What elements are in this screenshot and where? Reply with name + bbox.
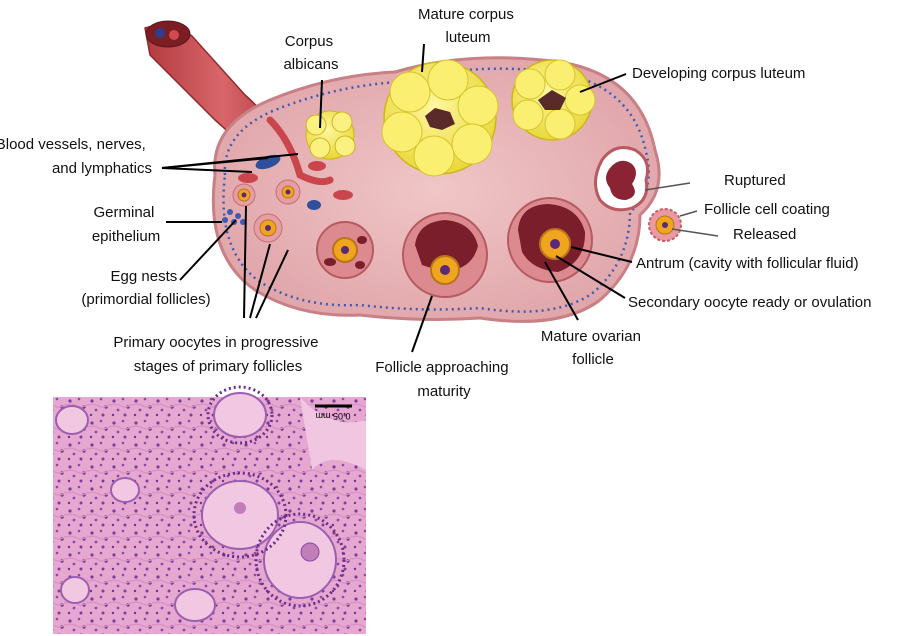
label-antrum: Antrum (cavity with follicular fluid)	[636, 255, 859, 272]
label-corpus-albicans: Corpus albicans	[283, 33, 338, 73]
mature-ovarian-follicle	[507, 197, 593, 283]
label-mature-corpus-luteum: Mature corpus luteum	[418, 6, 518, 46]
corpus-albicans	[305, 110, 356, 160]
label-mature-ovarian-follicle: Mature ovarian follicle	[541, 328, 645, 368]
ruptured-follicle	[594, 146, 650, 212]
label-released: Released	[733, 226, 796, 243]
label-developing-corpus-luteum: Developing corpus luteum	[632, 65, 805, 82]
primary-follicles-small	[232, 179, 301, 243]
label-follicle-approaching-maturity: Follicle approaching maturity	[375, 359, 513, 400]
released-oocyte	[648, 208, 682, 242]
follicle-approaching-maturity	[402, 212, 488, 298]
leader-lines	[161, 43, 719, 353]
germinal-epithelium-layer	[222, 67, 650, 313]
developing-corpus-luteum	[511, 59, 596, 141]
mature-corpus-luteum	[381, 59, 499, 177]
label-follicle-cell-coating: Follicle cell coating	[704, 201, 830, 218]
primary-follicle-large	[316, 221, 374, 279]
label-secondary-oocyte: Secondary oocyte ready or ovulation	[628, 294, 871, 311]
label-primary-oocytes: Primary oocytes in progressive stages of…	[113, 334, 322, 375]
labels: Mature corpus luteum Corpus albicans Dev…	[0, 6, 871, 400]
label-ruptured: Ruptured	[724, 172, 786, 189]
label-germinal-epithelium: Germinal epithelium	[92, 204, 160, 245]
scale-bar-label: 0.05 mm	[315, 411, 350, 421]
ovary-illustration	[144, 20, 682, 323]
vessel-opening	[145, 20, 191, 48]
histology-micrograph: 0.05 mm	[53, 385, 366, 634]
label-blood-vessels: Blood vessels, nerves, and lymphatics	[0, 136, 152, 177]
label-egg-nests: Egg nests (primordial follicles)	[81, 268, 210, 308]
inner-vessel	[266, 116, 334, 186]
